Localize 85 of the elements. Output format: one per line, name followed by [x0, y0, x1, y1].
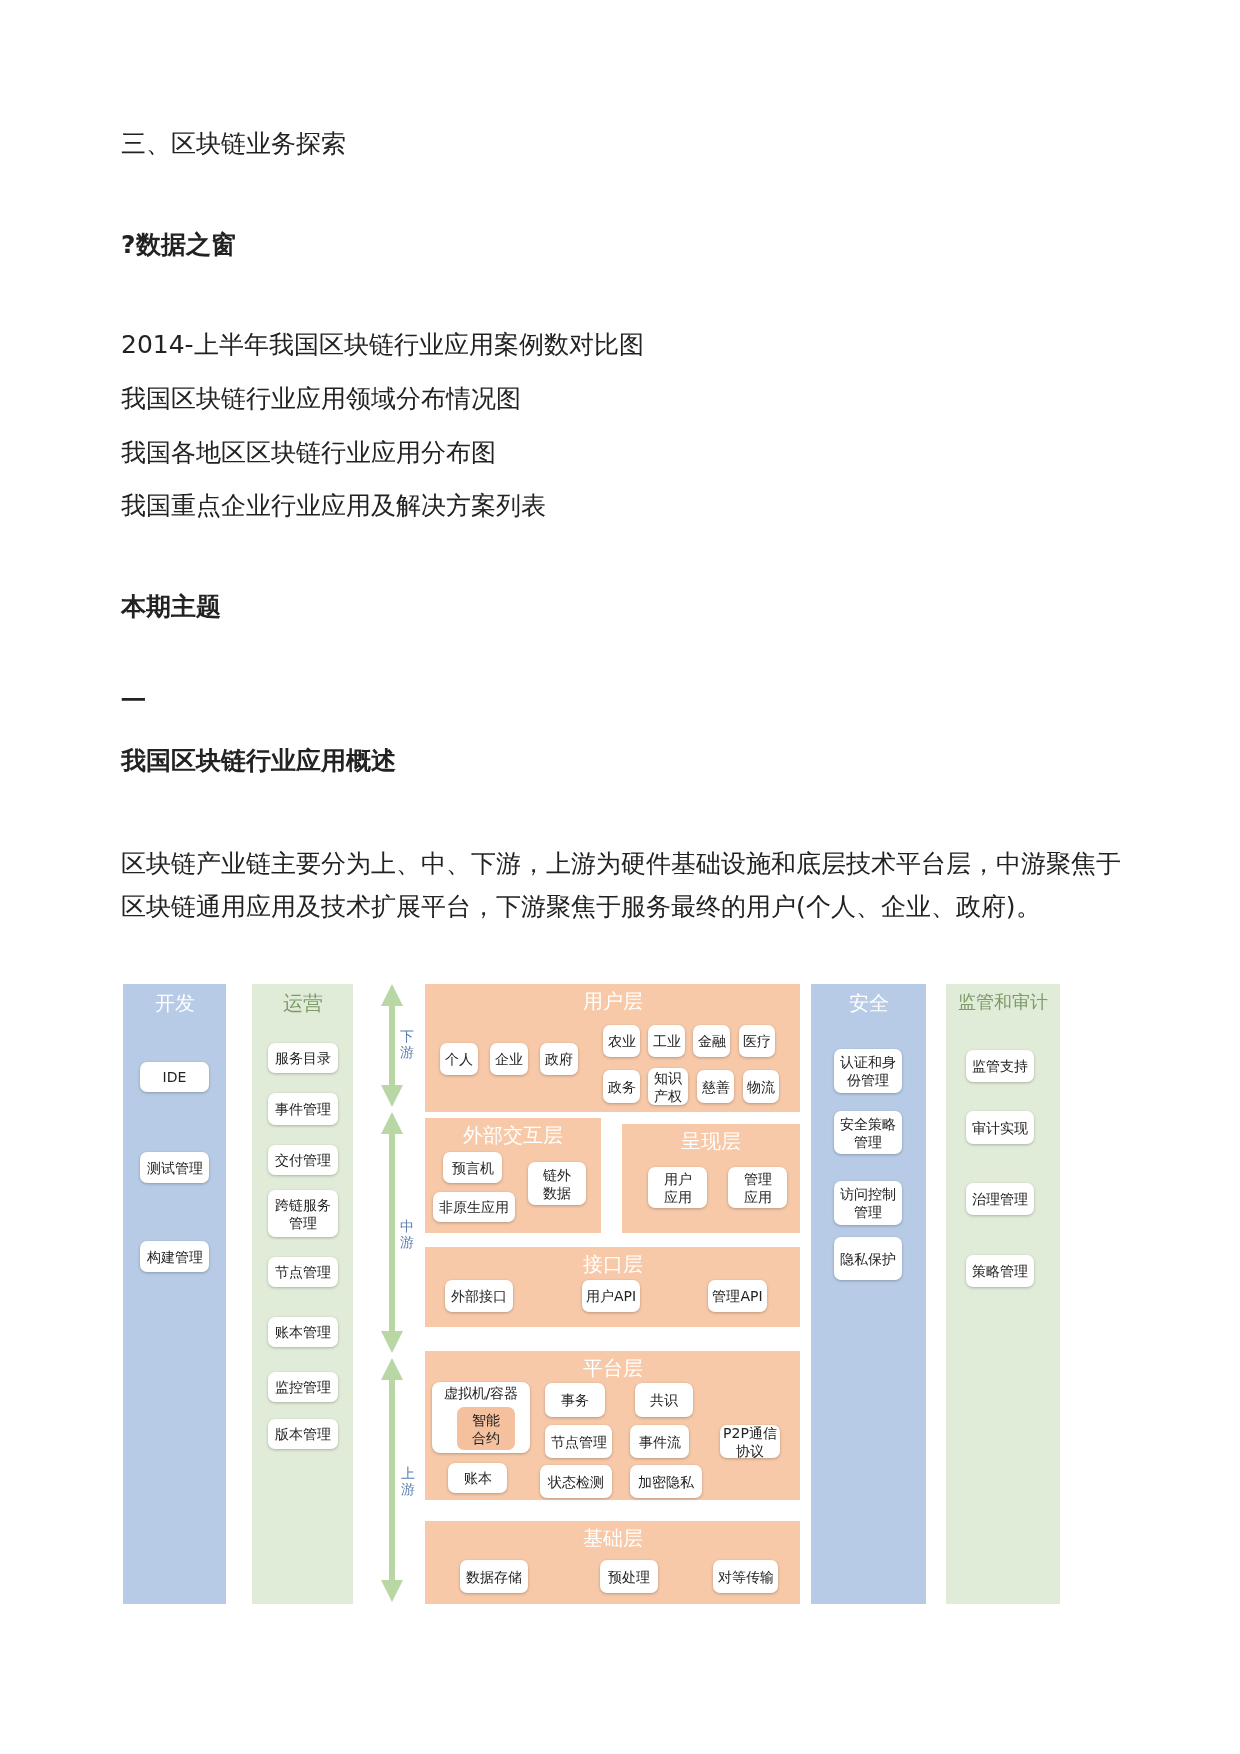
stage-label: 上游: [401, 1465, 416, 1497]
item-box: 链外数据: [528, 1162, 586, 1205]
panel-title: 平台层: [581, 1355, 644, 1382]
item-box: 用户API: [582, 1280, 640, 1312]
item-box: 非原生应用: [433, 1192, 515, 1222]
item-box: 企业: [490, 1043, 528, 1075]
item-box: 交付管理: [268, 1145, 338, 1175]
item-box: 构建管理: [140, 1241, 209, 1272]
item-box: 对等传输: [713, 1560, 778, 1593]
item-box: 知识产权: [648, 1068, 688, 1105]
item-box: 金融: [693, 1025, 730, 1057]
item-box: 外部接口: [445, 1280, 513, 1312]
item-box: 节点管理: [545, 1425, 612, 1458]
item-box: 访问控制管理: [834, 1181, 902, 1225]
item-box: 策略管理: [966, 1255, 1034, 1287]
page-heading: 三、区块链业务探索: [121, 128, 346, 160]
item-box: 认证和身份管理: [834, 1049, 902, 1093]
panel-title: 呈现层: [680, 1128, 742, 1155]
item-box: 政府: [540, 1043, 578, 1075]
item-box: 版本管理: [268, 1419, 338, 1449]
list-item: 我国各地区区块链行业应用分布图: [121, 437, 496, 469]
panel-title: 外部交互层: [462, 1122, 564, 1149]
item-box: 测试管理: [140, 1152, 209, 1183]
section-number: 一: [121, 685, 146, 717]
item-box: 用户应用: [648, 1167, 707, 1208]
item-box: 隐私保护: [834, 1237, 902, 1280]
layer-panel: [425, 1118, 601, 1233]
column-panel: [252, 984, 353, 1604]
panel-title: 监管和审计: [957, 990, 1049, 1014]
item-box: 工业: [648, 1025, 685, 1057]
item-box: 跨链服务管理: [268, 1190, 338, 1237]
item-box: 共识: [635, 1383, 693, 1417]
item-box: 账本管理: [268, 1317, 338, 1347]
item-box: 管理API: [708, 1280, 767, 1312]
panel-title: 运营: [281, 990, 324, 1017]
column-panel: [811, 984, 926, 1604]
item-box: 节点管理: [268, 1257, 338, 1287]
section-heading: 本期主题: [121, 591, 221, 623]
layer-panel: [425, 984, 800, 1112]
layer-panel: [425, 1351, 800, 1500]
item-box: 状态检测: [540, 1465, 612, 1498]
item-box: 物流: [743, 1070, 779, 1103]
item-box: 加密隐私: [630, 1465, 702, 1498]
panel-title: 接口层: [581, 1251, 644, 1278]
item-box: 慈善: [697, 1070, 734, 1103]
section-heading: 我国区块链行业应用概述: [121, 745, 396, 777]
item-box: 服务目录: [268, 1043, 338, 1073]
column-panel: [946, 984, 1060, 1604]
panel-title: 开发: [153, 990, 196, 1017]
item-box: P2P通信协议: [720, 1425, 780, 1458]
item-box: 账本: [448, 1463, 507, 1493]
container-box: [432, 1382, 530, 1453]
item-box: 管理应用: [728, 1167, 787, 1208]
stage-label: 下游: [400, 1028, 415, 1060]
layer-panel: [425, 1247, 800, 1327]
list-item: 我国区块链行业应用领域分布情况图: [121, 383, 521, 415]
layer-panel: [425, 1521, 800, 1604]
item-box: 政务: [603, 1070, 640, 1103]
item-box: 事件流: [630, 1425, 689, 1458]
item-box: 医疗: [739, 1025, 775, 1057]
item-box: 个人: [440, 1043, 478, 1075]
item-box: 安全策略管理: [834, 1111, 902, 1154]
item-box: 事务: [545, 1383, 605, 1417]
section-heading: ?数据之窗: [121, 229, 236, 261]
item-box: 监控管理: [268, 1372, 338, 1402]
item-box: 事件管理: [268, 1093, 338, 1125]
list-item: 2014-上半年我国区块链行业应用案例数对比图: [121, 329, 644, 361]
panel-title: 用户层: [581, 988, 644, 1015]
body-text: 区块链产业链主要分为上、中、下游，上游为硬件基础设施和底层技术平台层，中游聚焦于区块链通用应用及技术扩展平台，下游聚焦于服务最终的用户(个人、企业、政府)。: [121, 848, 1122, 923]
list-item: 我国重点企业行业应用及解决方案列表: [121, 490, 546, 522]
panel-title: 基础层: [581, 1525, 644, 1552]
panel-title: 安全: [847, 990, 890, 1017]
item-box: 预处理: [600, 1560, 658, 1593]
item-box: 预言机: [443, 1152, 502, 1183]
layer-panel: [622, 1124, 800, 1233]
stage-label: 中游: [400, 1218, 415, 1250]
item-box: 智能合约: [457, 1407, 515, 1450]
box-title: 虚拟机/容器: [442, 1385, 520, 1403]
item-box: IDE: [140, 1062, 209, 1092]
item-box: 治理管理: [966, 1183, 1034, 1215]
item-box: 监管支持: [966, 1050, 1034, 1082]
column-panel: [123, 984, 226, 1604]
item-box: 数据存储: [460, 1560, 528, 1593]
item-box: 农业: [603, 1025, 640, 1057]
item-box: 审计实现: [966, 1111, 1034, 1144]
